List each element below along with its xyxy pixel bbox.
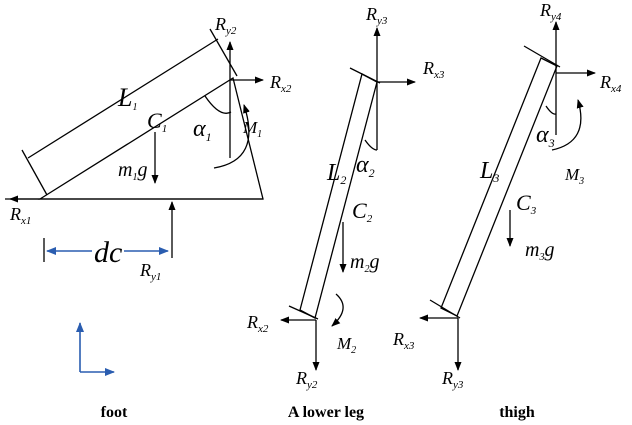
lower-leg-m-label: M2 [336, 334, 356, 356]
lower-leg-ry2-label: Ry2 [295, 368, 318, 391]
thigh-ry3-label: Ry3 [441, 368, 464, 391]
foot-l-label: L1 [117, 83, 137, 113]
lower-leg-rx2-label: Rx2 [246, 312, 269, 335]
lower-leg-mg-label: m2g [350, 251, 379, 275]
foot-length-tick-right [209, 28, 238, 77]
foot-c-label: C1 [147, 108, 167, 135]
lower-leg-moment-arc [331, 293, 344, 327]
foot-length-line [27, 38, 219, 159]
thigh-alpha-label: α3 [536, 122, 555, 150]
lower-leg-alpha-arc [364, 139, 378, 151]
thigh-rx4-label: Rx4 [599, 72, 622, 95]
thigh-l-label: L3 [479, 158, 499, 185]
lower-leg-c-label: C2 [352, 198, 373, 225]
thigh-panel: Ry4 Rx4 α3 L3 M3 C3 m3g Rx3 Ry3 thigh [392, 0, 622, 421]
lower-leg-body [299, 73, 378, 319]
lower-leg-l-label: L2 [326, 160, 346, 187]
thigh-body [440, 57, 558, 317]
lower-leg-alpha-label: α2 [356, 152, 375, 180]
lower-leg-rx3-label: Rx3 [422, 58, 445, 81]
thigh-ry4-label: Ry4 [539, 0, 562, 23]
foot-ry1-label: Ry1 [139, 260, 161, 283]
thigh-moment-arc [551, 99, 584, 151]
foot-alpha-arc [204, 95, 232, 114]
foot-m-label: M1 [242, 118, 262, 140]
thigh-alpha-arc [545, 105, 557, 115]
foot-rx2-label: Rx2 [269, 72, 292, 95]
thigh-rx3-label: Rx3 [392, 329, 415, 352]
lower-leg-panel: Ry3 Rx3 L2 α2 C2 m2g Rx2 M2 Ry2 A lower … [246, 4, 445, 421]
lower-leg-bottom-cap [288, 305, 319, 320]
foot-moment-arc [213, 104, 250, 169]
thigh-mg-label: m3g [525, 239, 554, 263]
foot-dc-label: dc [94, 236, 122, 269]
thigh-c-label: C3 [516, 190, 537, 217]
foot-mg-label: m1g [118, 159, 147, 183]
foot-ry2-label: Ry2 [214, 14, 237, 37]
thigh-m-label: M3 [564, 165, 584, 187]
lower-leg-caption: A lower leg [288, 404, 364, 421]
foot-caption: foot [101, 404, 128, 421]
foot-alpha-label: α1 [193, 116, 212, 144]
thigh-bottom-cap [429, 299, 461, 319]
lower-leg-ry3-label: Ry3 [365, 4, 388, 27]
lower-leg-top-cap [349, 67, 381, 84]
thigh-top-cap [523, 45, 561, 68]
thigh-caption: thigh [499, 404, 535, 421]
foot-rx1-label: Rx1 [9, 204, 31, 227]
foot-panel: L1 C1 α1 M1 Ry2 Rx2 m1g Rx1 Ry1 dc foot [5, 14, 292, 421]
foot-length-tick-left [21, 149, 48, 196]
